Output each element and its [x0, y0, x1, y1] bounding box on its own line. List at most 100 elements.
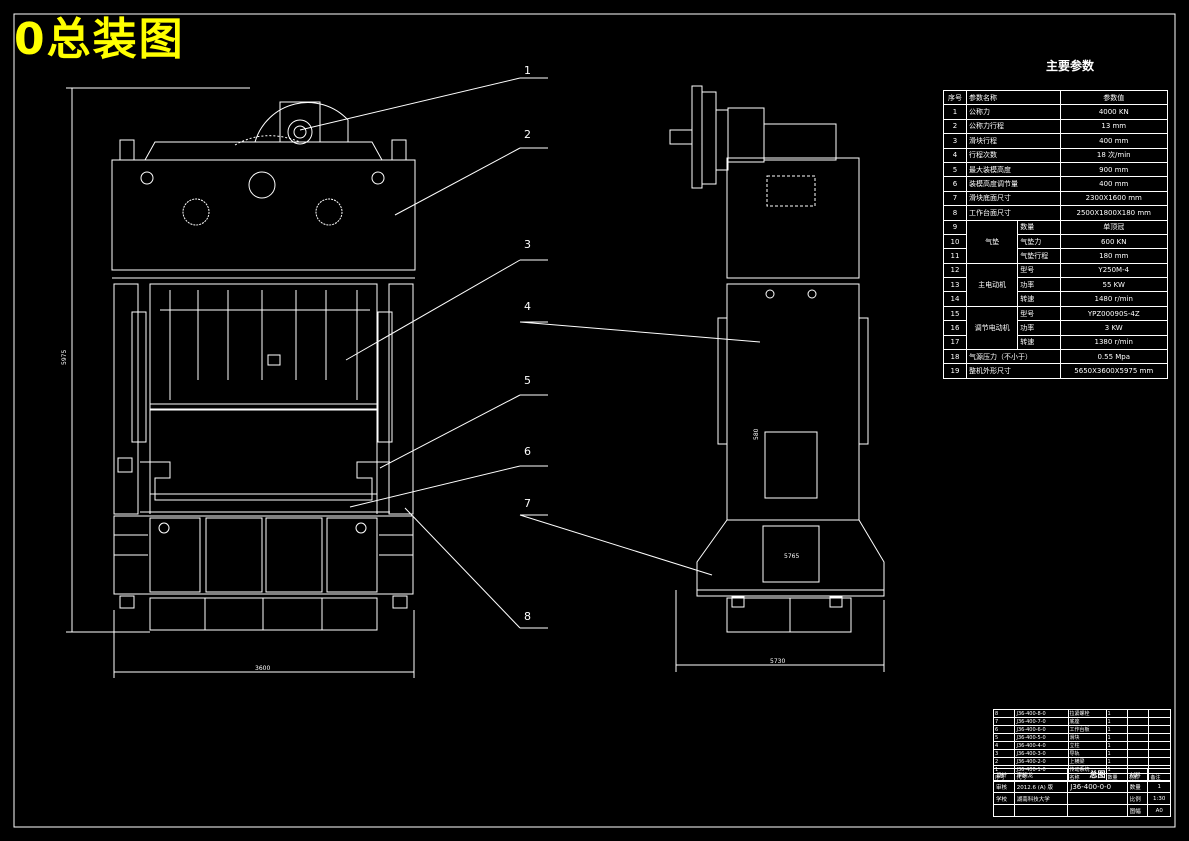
- params-title: 主要参数: [1045, 59, 1094, 73]
- params-cell: 功率: [1017, 320, 1061, 336]
- params-cell: 型号: [1017, 305, 1061, 322]
- tb-count-val: 1: [1147, 780, 1171, 793]
- parts-cell: [1126, 725, 1150, 734]
- params-cell: 13: [943, 277, 967, 293]
- parts-cell: 7: [992, 717, 1016, 726]
- callout-7: 7: [524, 497, 531, 510]
- callout-8: 8: [524, 610, 531, 623]
- params-cell: 900 mm: [1059, 161, 1168, 178]
- parts-cell: 滑块: [1067, 733, 1107, 742]
- parts-cell: 6: [992, 725, 1016, 734]
- params-cell: 2500X1800X180 mm: [1059, 205, 1168, 221]
- tb-drawing-no: J36-400-0-0: [1067, 780, 1128, 793]
- params-cell: 55 KW: [1059, 277, 1168, 293]
- params-cell: 14: [943, 291, 967, 307]
- front-width-dim-text: 3600: [255, 665, 270, 672]
- params-cell: 16: [943, 320, 967, 336]
- parts-cell: 上横梁: [1067, 757, 1107, 766]
- params-cell: 15: [943, 305, 967, 322]
- side-column: [726, 283, 860, 521]
- params-cell: 行程次数: [966, 147, 1061, 163]
- params-cell: 5: [943, 161, 967, 178]
- parts-cell: 1: [1105, 741, 1128, 750]
- params-cell: 1: [943, 104, 967, 120]
- title-block: 设计 李晓龙 总图 材料 审核 2012.6 (A) 版 J36-400-0-0…: [993, 768, 1171, 817]
- params-cell: 4: [943, 147, 967, 163]
- params-cell: 序号: [943, 89, 967, 106]
- params-cell: 7: [943, 190, 967, 207]
- params-cell: 4000 KN: [1059, 104, 1168, 120]
- tb-school-label: 学校: [993, 792, 1015, 805]
- params-cell: 400 mm: [1059, 176, 1168, 192]
- params-cell: 18: [943, 349, 967, 365]
- tb-design-label: 设计: [993, 768, 1015, 781]
- params-cell: 气垫: [965, 219, 1019, 264]
- params-cell: Y250M-4: [1059, 262, 1168, 279]
- params-cell: 数量: [1017, 219, 1061, 235]
- params-cell: 气垫行程: [1017, 248, 1061, 264]
- params-cell: 3 KW: [1059, 320, 1168, 336]
- params-cell: 1480 r/min: [1059, 291, 1168, 307]
- parts-cell: 1: [1105, 757, 1128, 766]
- callout-3: 3: [524, 238, 531, 251]
- params-cell: 最大装模高度: [966, 161, 1061, 178]
- parts-cell: [1126, 741, 1150, 750]
- params-cell: 13 mm: [1059, 118, 1168, 135]
- callout-4: 4: [524, 300, 531, 313]
- flywheel: [254, 102, 349, 143]
- callout-labels: 1 2 3 4 5 6 7 8 5975 3600 5730 5765 580: [61, 64, 799, 672]
- side-width-dim-text: 5730: [770, 658, 785, 665]
- parts-cell: 导轨: [1067, 749, 1107, 758]
- params-cell: 19: [943, 363, 967, 379]
- parts-cell: J36-400-2-0: [1014, 757, 1069, 766]
- params-cell: 转速: [1017, 291, 1061, 307]
- parts-cell: 5: [992, 733, 1016, 742]
- params-cell: 17: [943, 334, 967, 351]
- callout-6: 6: [524, 445, 531, 458]
- params-cell: 1380 r/min: [1059, 334, 1168, 351]
- params-cell: 10: [943, 233, 967, 250]
- params-cell: 调节电动机: [965, 305, 1019, 351]
- parts-cell: [1126, 749, 1150, 758]
- params-cell: 12: [943, 262, 967, 279]
- parts-cell: 2: [992, 757, 1016, 766]
- parts-cell: 1: [1105, 717, 1128, 726]
- slide: [149, 283, 378, 410]
- params-cell: 单顶冠: [1059, 219, 1168, 235]
- callout-5: 5: [524, 374, 531, 387]
- side-small-dim-text: 580: [753, 428, 760, 440]
- params-cell: 5650X3600X5975 mm: [1059, 363, 1168, 379]
- tb-count-label: 数量: [1126, 780, 1149, 793]
- tb-school-val: 湖南科技大学: [1013, 792, 1069, 805]
- parts-cell: 1: [1105, 709, 1128, 718]
- parts-cell: 1: [1105, 749, 1128, 758]
- parts-cell: J36-400-5-0: [1014, 733, 1069, 742]
- parts-cell: 4: [992, 741, 1016, 750]
- params-header-row: 序号参数名称参数值: [943, 89, 1168, 106]
- tb-sheet-label: 图幅: [1126, 804, 1149, 817]
- callout-2: 2: [524, 128, 531, 141]
- params-cell: YPZ00090S-4Z: [1059, 305, 1168, 322]
- side-inner-dim-text: 5765: [784, 553, 799, 560]
- front-height-dim-text: 5975: [61, 350, 68, 365]
- parts-cell: 工作台板: [1067, 725, 1107, 734]
- params-cell: 参数值: [1059, 89, 1168, 106]
- parts-cell: J36-400-4-0: [1014, 741, 1069, 750]
- params-cell: 2300X1600 mm: [1059, 190, 1168, 207]
- params-cell: 滑块底面尺寸: [966, 190, 1061, 207]
